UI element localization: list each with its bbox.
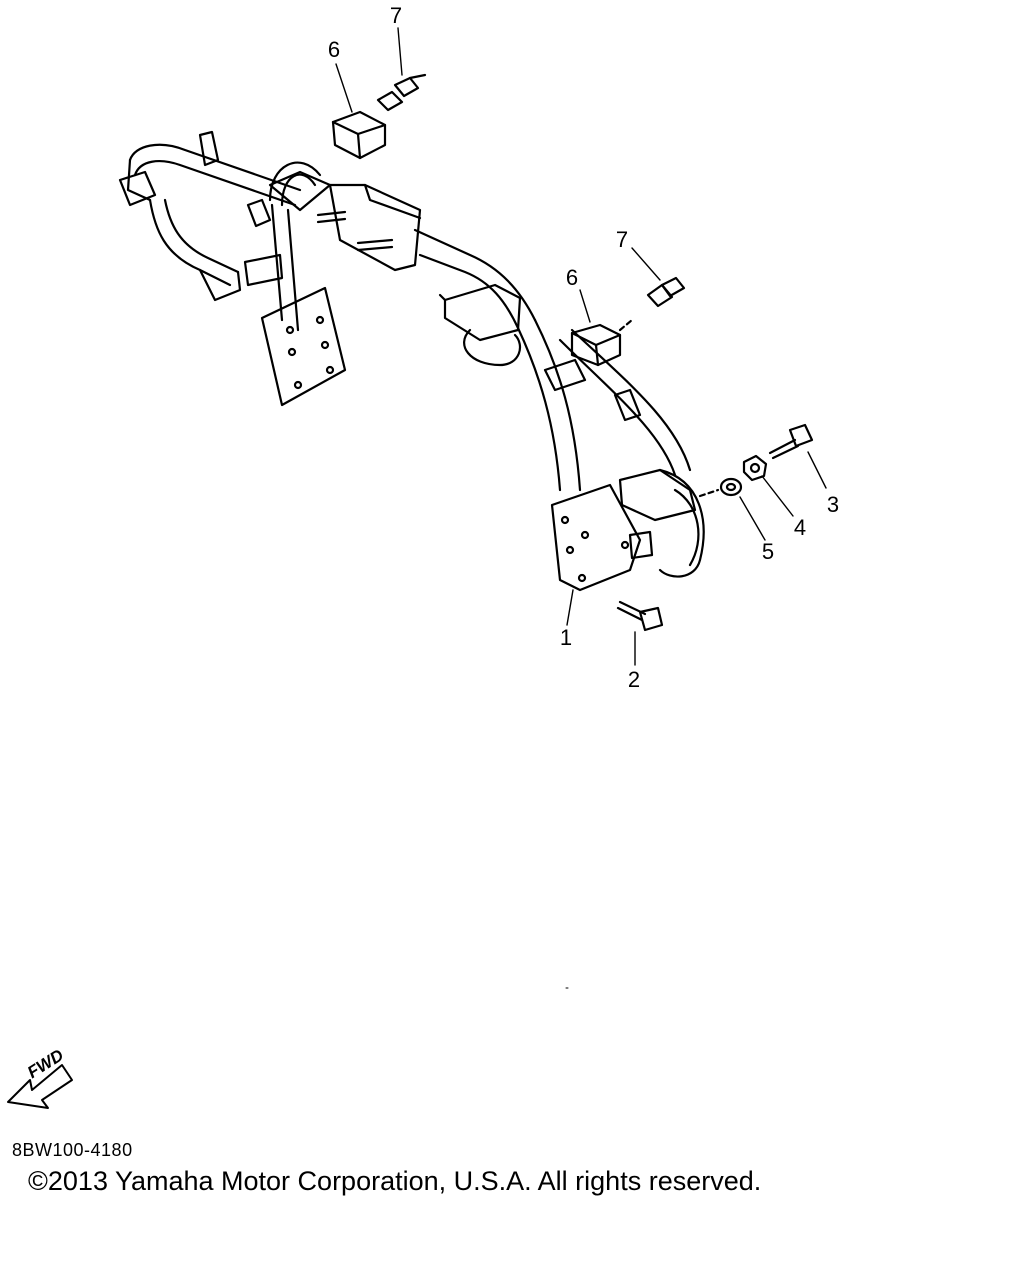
nut-4 [742,454,768,482]
callout-6-upper: 6 [327,37,341,62]
callout-6-lower: 6 [565,265,579,290]
callout-5: 5 [761,539,775,564]
callout-3: 3 [826,492,840,517]
leader-lines [335,27,827,666]
washer-5 [698,477,743,498]
rubber-block-6-upper [331,110,387,160]
callout-4: 4 [793,515,807,540]
callout-1: 1 [559,625,573,650]
copyright-notice: ©2013 Yamaha Motor Corporation, U.S.A. A… [28,1166,762,1196]
rubber-block-6-lower [570,318,634,367]
callout-7-lower: 7 [615,227,629,252]
bolt-7-upper [376,73,427,112]
bolt-7-lower [646,276,686,308]
callout-7-upper: 7 [389,3,403,28]
callout-2: 2 [627,667,641,692]
bolt-3 [768,423,814,460]
part-code: 8BW100-4180 [12,1140,133,1160]
bolt-2 [616,600,664,632]
fwd-arrow-icon [7,1064,73,1109]
frame-assembly [118,130,705,592]
